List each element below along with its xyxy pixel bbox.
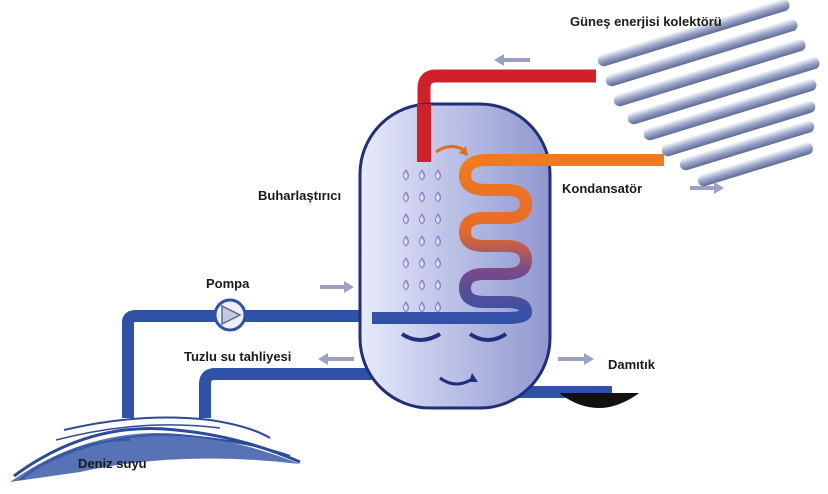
droplet-grid bbox=[403, 169, 441, 313]
distillate-tray bbox=[468, 332, 508, 342]
droplet-icon bbox=[435, 169, 441, 181]
intake-arrow-icon bbox=[320, 281, 354, 293]
droplet-icon bbox=[419, 191, 425, 203]
distillate-label: Damıtık bbox=[608, 357, 655, 372]
hot-pipe-inlet bbox=[417, 104, 431, 162]
circulation-arrow-icon bbox=[435, 145, 465, 154]
droplet-icon bbox=[419, 301, 425, 313]
droplet-icon bbox=[435, 257, 441, 269]
collector-label: Güneş enerjisi kolektörü bbox=[570, 14, 722, 29]
hot-pipe bbox=[417, 69, 596, 170]
droplet-icon bbox=[419, 257, 425, 269]
droplet-icon bbox=[435, 213, 441, 225]
brine-outlet-label: Tuzlu su tahliyesi bbox=[184, 349, 292, 364]
pump-icon bbox=[213, 298, 247, 332]
droplet-icon bbox=[435, 235, 441, 247]
droplet-icon bbox=[403, 169, 409, 181]
distillate-arrow-icon bbox=[558, 353, 594, 365]
droplet-icon bbox=[435, 279, 441, 291]
droplet-icon bbox=[419, 169, 425, 181]
droplet-icon bbox=[403, 279, 409, 291]
droplet-icon bbox=[419, 235, 425, 247]
droplet-icon bbox=[403, 191, 409, 203]
droplet-icon bbox=[435, 191, 441, 203]
solar-collector bbox=[597, 0, 820, 187]
collector-in-arrow-icon bbox=[690, 182, 724, 194]
seawater-intake-pipe bbox=[122, 310, 372, 418]
sea-fill bbox=[10, 433, 300, 482]
droplet-icon bbox=[403, 257, 409, 269]
seawater-label: Deniz suyu bbox=[78, 456, 147, 471]
droplet-icon bbox=[419, 279, 425, 291]
flow-arrows bbox=[318, 54, 724, 365]
droplet-icon bbox=[403, 213, 409, 225]
droplet-icon bbox=[403, 301, 409, 313]
collector-tube bbox=[597, 0, 820, 187]
droplet-icon bbox=[435, 301, 441, 313]
pump-label: Pompa bbox=[206, 276, 250, 291]
bottom-flow-arrowhead-icon bbox=[469, 373, 478, 382]
brine-arrow-icon bbox=[318, 353, 354, 365]
droplet-icon bbox=[419, 213, 425, 225]
circulation-arrowhead-icon bbox=[459, 146, 468, 156]
collector-out-arrow-icon bbox=[494, 54, 530, 66]
droplet-icon bbox=[403, 235, 409, 247]
brine-tray bbox=[400, 332, 442, 342]
condenser-label: Kondansatör bbox=[562, 181, 643, 196]
condenser-coil bbox=[372, 154, 664, 324]
distillate-bowl bbox=[558, 393, 640, 408]
evaporator-tank bbox=[358, 102, 552, 410]
evaporator-label: Buharlaştırıcı bbox=[258, 188, 342, 203]
